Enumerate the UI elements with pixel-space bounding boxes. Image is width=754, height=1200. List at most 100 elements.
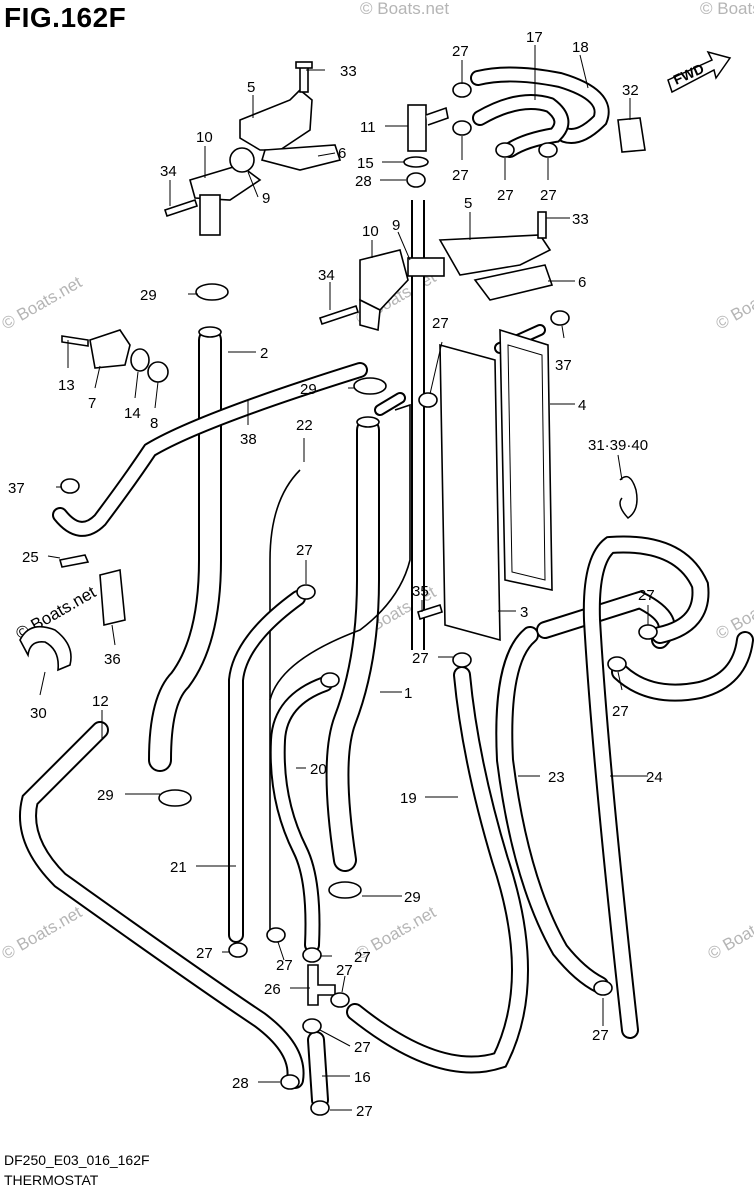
- hose-clamp: [19, 625, 72, 672]
- hose-clamp: [452, 652, 472, 668]
- callout-6: 6: [578, 274, 586, 291]
- watermark: © Boats.net: [713, 272, 754, 333]
- callout-27: 27: [592, 1027, 609, 1044]
- callout-23: 23: [548, 769, 565, 786]
- hose-clamp: [538, 142, 558, 158]
- callout-15: 15: [357, 155, 374, 172]
- bolt: [163, 198, 199, 218]
- clip: [619, 475, 638, 519]
- callout-27: 27: [540, 187, 557, 204]
- callout-35: 35: [412, 583, 429, 600]
- thermostat: [407, 257, 445, 277]
- plug: [147, 361, 169, 383]
- hose-clamp: [452, 120, 472, 136]
- pipe: [407, 104, 427, 152]
- callout-5: 5: [247, 79, 255, 96]
- callout-27: 27: [452, 43, 469, 60]
- figure-title: FIG.162F: [4, 2, 127, 33]
- callout-29: 29: [97, 787, 114, 804]
- callout-27: 27: [336, 962, 353, 979]
- gasket: [499, 328, 553, 591]
- callout-19: 19: [400, 790, 417, 807]
- callout-32: 32: [622, 82, 639, 99]
- callout-34: 34: [160, 163, 177, 180]
- callout-7: 7: [88, 395, 96, 412]
- callout-14: 14: [124, 405, 141, 422]
- callout-24: 24: [646, 769, 663, 786]
- hose-clamp: [302, 1018, 322, 1034]
- thermostat-case: [359, 249, 409, 311]
- hose-clamp: [302, 947, 322, 963]
- callout-27: 27: [412, 650, 429, 667]
- callout-3: 3: [520, 604, 528, 621]
- watermark: © Boats.net: [360, 0, 449, 18]
- bolt: [318, 304, 360, 326]
- figure-code: DF250_E03_016_162F: [4, 1152, 150, 1168]
- hose-clamp: [495, 142, 515, 158]
- hose-clamp: [328, 881, 362, 899]
- hose-clamps: [60, 82, 658, 1116]
- callout-26: 26: [264, 981, 281, 998]
- callout-16: 16: [354, 1069, 371, 1086]
- callout-1: 1: [404, 685, 412, 702]
- hose-clamp: [607, 656, 627, 672]
- callout-27: 27: [296, 542, 313, 559]
- callout-2: 2: [260, 345, 268, 362]
- callout-labels: 33 5 10 6 34 9 27 17 18 32 11 15 28 27 2…: [8, 29, 663, 1120]
- callout-18: 18: [572, 39, 589, 56]
- callout-33: 33: [572, 211, 589, 228]
- hose-clamp: [593, 980, 613, 996]
- callout-27: 27: [354, 949, 371, 966]
- callout-20: 20: [310, 761, 327, 778]
- callout-27: 27: [276, 957, 293, 974]
- callout-36: 36: [104, 651, 121, 668]
- hose-clamp: [638, 624, 658, 640]
- callout-25: 25: [22, 549, 39, 566]
- hose-clamp: [310, 1100, 330, 1116]
- gasket: [260, 144, 342, 171]
- watermark: © Boats.net: [700, 0, 754, 18]
- hose-clamp: [266, 927, 286, 943]
- hose-clamp: [280, 1074, 300, 1090]
- clip: [99, 568, 126, 626]
- hose-clamp: [60, 478, 80, 494]
- callout-13: 13: [58, 377, 75, 394]
- leader-lines: [39, 45, 649, 1111]
- callout-31-39-40: 31·39·40: [588, 437, 648, 454]
- callout-29: 29: [300, 381, 317, 398]
- callout-38: 38: [240, 431, 257, 448]
- hose-clamp: [296, 584, 316, 600]
- hoses: [19, 66, 754, 1109]
- callout-11: 11: [360, 119, 376, 136]
- cap: [89, 329, 131, 369]
- hose-clamp: [550, 310, 570, 326]
- watermark: © Boats.net: [705, 902, 754, 963]
- callout-22: 22: [296, 417, 313, 434]
- callout-29: 29: [404, 889, 421, 906]
- callout-4: 4: [578, 397, 586, 414]
- bolt: [58, 554, 90, 568]
- callout-27: 27: [356, 1103, 373, 1120]
- callout-34: 34: [318, 267, 335, 284]
- callout-27: 27: [354, 1039, 371, 1056]
- callout-29: 29: [140, 287, 157, 304]
- callout-27: 27: [452, 167, 469, 184]
- hose-clamp: [353, 377, 387, 395]
- o-ring: [403, 156, 429, 168]
- o-ring: [130, 348, 150, 372]
- thermostat-cover: [239, 88, 313, 151]
- callout-5: 5: [464, 195, 472, 212]
- hose-clamp: [418, 392, 438, 408]
- callout-12: 12: [92, 693, 109, 710]
- hose-clamp: [330, 992, 350, 1008]
- callout-10: 10: [196, 129, 213, 146]
- callout-9: 9: [262, 190, 270, 207]
- callout-6: 6: [338, 145, 346, 162]
- callout-27: 27: [638, 587, 655, 604]
- cover-plate: [439, 343, 501, 642]
- bolt: [537, 211, 547, 239]
- watermark: © Boats.net: [0, 272, 85, 333]
- callout-30: 30: [30, 705, 47, 722]
- callout-27: 27: [612, 703, 629, 720]
